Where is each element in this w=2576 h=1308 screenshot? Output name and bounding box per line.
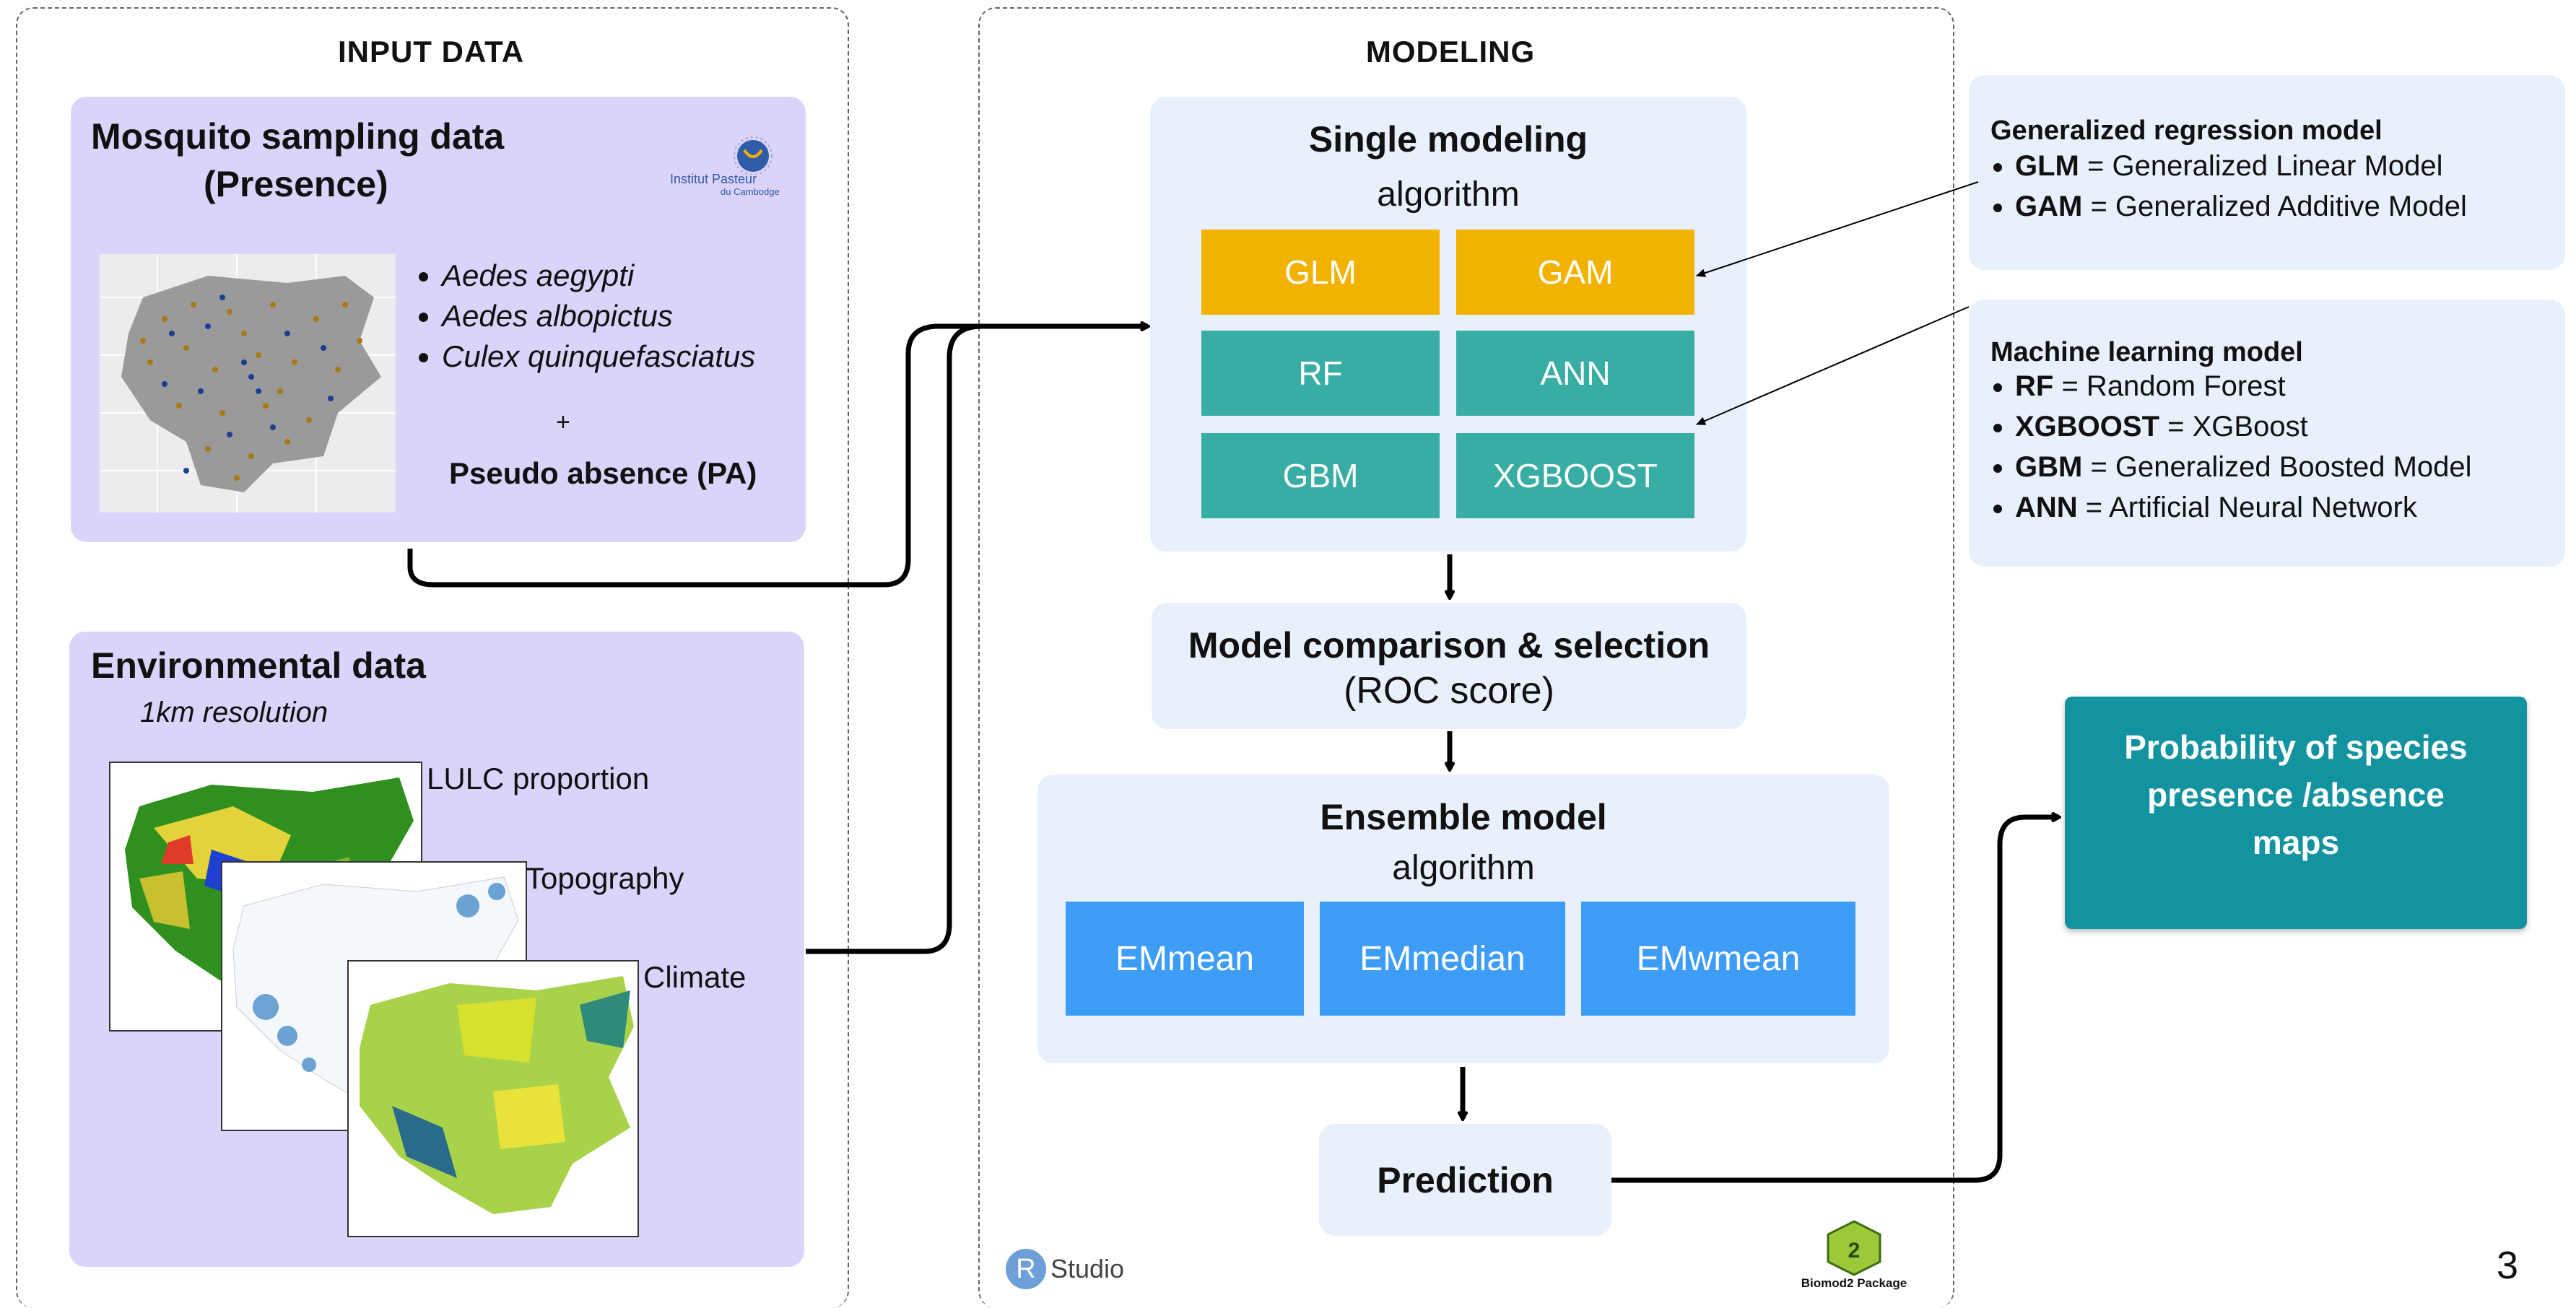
legend-item: GAM = Generalized Additive Model: [2015, 186, 2467, 227]
single-modeling-title: Single modeling: [1308, 119, 1588, 160]
climate-map: [347, 960, 639, 1237]
legend-item: XGBOOST = XGBoost: [2015, 406, 2472, 447]
algo-xgboost: XGBOOST: [1456, 433, 1694, 518]
ml-legend-title: Machine learning model: [1990, 337, 2303, 367]
rstudio-logo: R Studio: [1006, 1247, 1124, 1291]
modeling-title: MODELING: [1365, 35, 1536, 69]
single-modeling-subtitle: algorithm: [1377, 175, 1520, 214]
species-item: Culex quinquefasciatus: [442, 336, 755, 377]
algo-emmean: EMmean: [1066, 902, 1304, 1016]
legend-item: GBM = Generalized Boosted Model: [2015, 447, 2472, 487]
regression-legend-list: GLM = Generalized Linear Model GAM = Gen…: [1969, 146, 2467, 227]
ensemble-title: Ensemble model: [1320, 797, 1607, 837]
legend-item: RF = Random Forest: [2015, 366, 2472, 406]
regression-legend: Generalized regression model GLM = Gener…: [1969, 75, 2565, 270]
legend-item: ANN = Artificial Neural Network: [2015, 487, 2472, 528]
pseudo-absence-label: Pseudo absence (PA): [449, 456, 757, 490]
legend-item: GLM = Generalized Linear Model: [2015, 146, 2467, 186]
output-maps-label: Probability of species presence /absence…: [2124, 728, 2468, 861]
algo-gbm: GBM: [1201, 433, 1440, 518]
input-data-title: INPUT DATA: [337, 35, 525, 69]
pasteur-emblem-icon: [734, 136, 773, 175]
ensemble-subtitle: algorithm: [1392, 849, 1535, 887]
algo-glm: GLM: [1201, 230, 1440, 315]
mosquito-title-line2: (Presence): [204, 164, 388, 204]
environmental-title: Environmental data: [91, 645, 426, 686]
environmental-data-box: Environmental data 1km resolution LULC p…: [69, 632, 804, 1267]
sampling-map: [100, 254, 396, 513]
model-comparison-title: Model comparison & selection: [1188, 625, 1710, 666]
algo-ann: ANN: [1456, 331, 1694, 416]
algo-emwmean: EMwmean: [1581, 902, 1855, 1016]
svg-text:2: 2: [1848, 1239, 1861, 1263]
algo-rf: RF: [1201, 331, 1440, 416]
plus-sign: +: [556, 409, 570, 436]
biomod2-hex-icon: 2: [1827, 1220, 1881, 1276]
prediction-box: Prediction: [1319, 1124, 1611, 1236]
species-item: Aedes aegypti: [442, 256, 755, 296]
logo-text-1: Institut Pasteur: [670, 172, 757, 186]
species-item: Aedes albopictus: [442, 296, 755, 336]
model-comparison-box: Model comparison & selection (ROC score): [1152, 603, 1746, 729]
model-comparison-subtitle: (ROC score): [1344, 670, 1554, 712]
regression-legend-title: Generalized regression model: [1990, 115, 2383, 146]
ml-legend: Machine learning model RF = Random Fores…: [1969, 300, 2565, 567]
mosquito-sampling-box: Mosquito sampling data (Presence) Instit…: [71, 97, 806, 542]
resolution-label: 1km resolution: [140, 697, 328, 728]
topography-label: Topography: [526, 861, 684, 895]
lulc-label: LULC proportion: [427, 762, 650, 795]
institut-pasteur-logo: Institut Pasteur du Cambodge: [670, 134, 786, 199]
ml-legend-list: RF = Random Forest XGBOOST = XGBoost GBM…: [1969, 366, 2472, 528]
page-number: 3: [2497, 1244, 2519, 1287]
logo-text-2: du Cambodge: [721, 186, 780, 197]
species-list: Aedes aegypti Aedes albopictus Culex qui…: [410, 256, 755, 377]
mosquito-title-line1: Mosquito sampling data: [91, 116, 505, 157]
r-icon: R: [1006, 1249, 1046, 1289]
climate-label: Climate: [643, 960, 747, 994]
biomod2-logo: 2 Biomod2 Package: [1796, 1220, 1912, 1292]
rstudio-text: Studio: [1050, 1254, 1125, 1283]
prediction-label: Prediction: [1377, 1159, 1554, 1200]
algo-gam: GAM: [1456, 230, 1694, 315]
output-maps-box: Probability of species presence /absence…: [2065, 697, 2527, 929]
single-modeling-box: Single modeling algorithm GLM GAM RF ANN…: [1150, 97, 1746, 551]
biomod2-text: Biomod2 Package: [1801, 1276, 1907, 1290]
algo-emmedian: EMmedian: [1320, 902, 1565, 1016]
ensemble-model-box: Ensemble model algorithm EMmean EMmedian…: [1037, 775, 1889, 1063]
